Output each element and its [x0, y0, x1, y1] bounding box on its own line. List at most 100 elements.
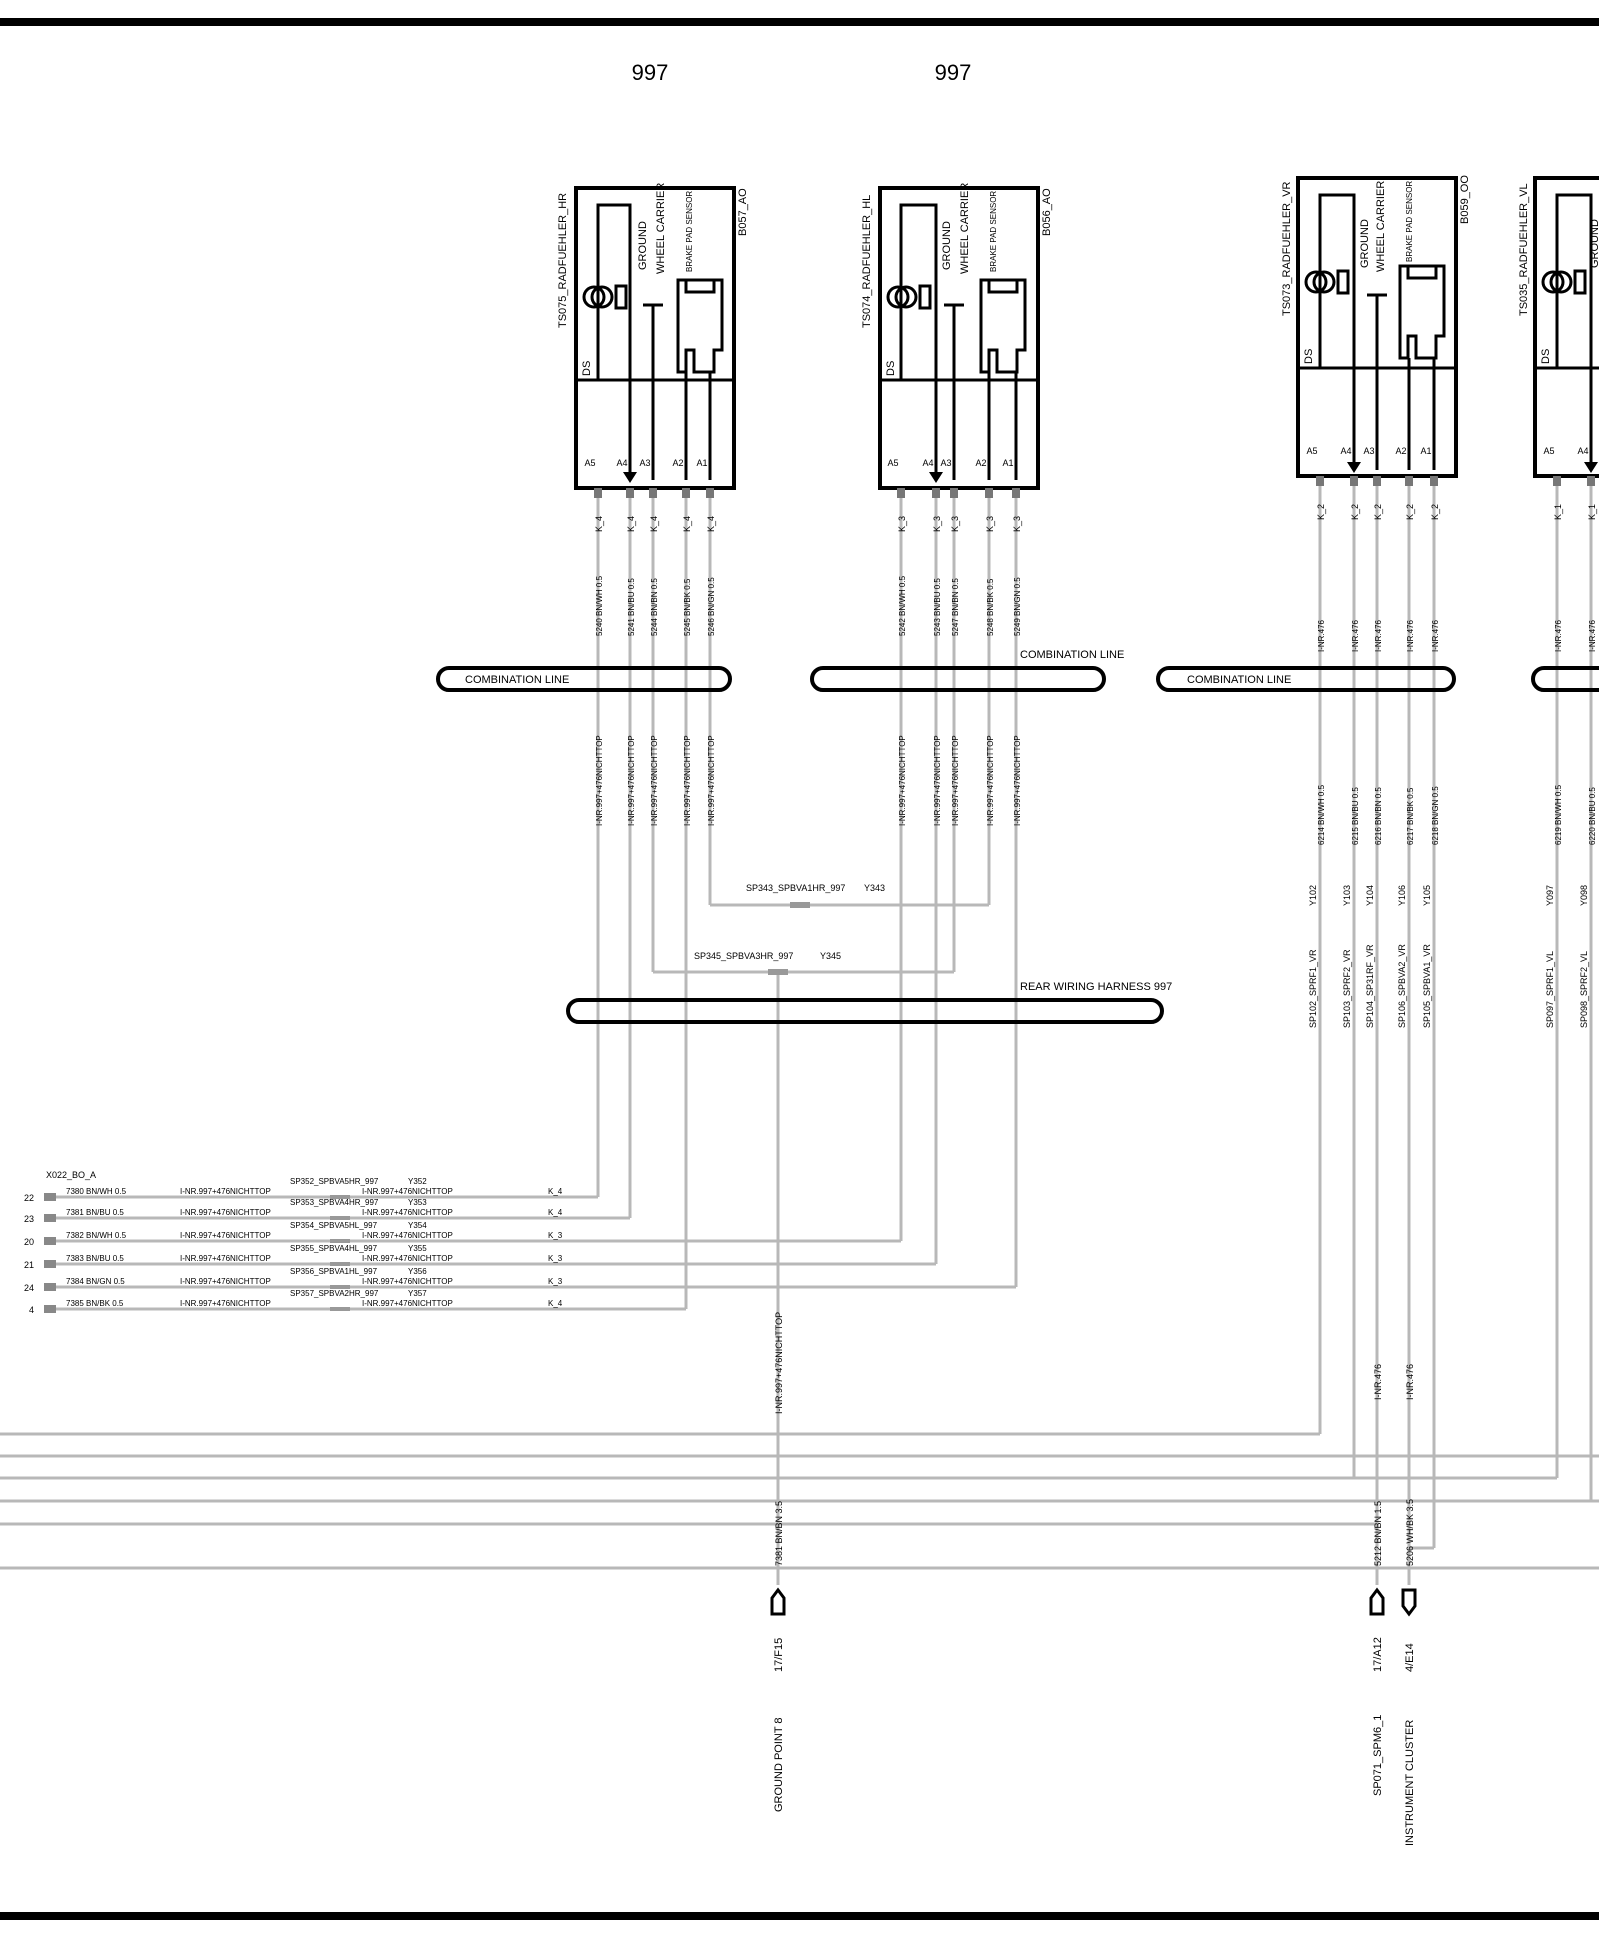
sp071-ref: 17/A12	[1372, 1637, 1384, 1672]
pin-label: A3	[639, 458, 650, 468]
splice-name: SP098_SPRF2_VL	[1579, 951, 1589, 1028]
splice-name: SP104_SP31RF_VR	[1365, 944, 1375, 1028]
x022-inr2: I-NR.997+476NICHTTOP	[362, 1254, 453, 1263]
branch-label: 6216 BN/BN 0.5	[1374, 787, 1383, 845]
x022-splice: SP353_SPBVA4HR_997	[290, 1198, 379, 1207]
x022-pin: 23	[24, 1214, 34, 1224]
wire-label: I-NR.476	[1351, 619, 1360, 652]
connector-code: K_2	[1430, 504, 1440, 520]
pin-terminal	[1587, 476, 1595, 486]
splice-name: SP106_SPBVA2_VR	[1397, 944, 1407, 1028]
ground-wire: 7381 BN/BN 3.5	[774, 1501, 784, 1566]
branch-label: I-NR.997+476NICHTTOP	[650, 735, 659, 826]
pin-label: A2	[1395, 446, 1406, 456]
splice-sp345: SP345_SPBVA3HR_997	[694, 951, 793, 961]
sp071-terminal-icon	[1369, 1587, 1385, 1616]
connector-code: K_3	[950, 516, 960, 532]
comp-ground-hl: GROUND	[941, 221, 953, 270]
branch-label: I-NR.997+476NICHTTOP	[707, 735, 716, 826]
x022-k: K_4	[548, 1299, 563, 1308]
ground-inr: I-NR.997+476NICHTTOP	[774, 1312, 784, 1414]
wire-label: 5240 BN/WH 0.5	[595, 575, 604, 636]
connector-code: K_3	[932, 516, 942, 532]
pin-terminal	[682, 488, 690, 498]
pin-terminal	[1430, 476, 1438, 486]
x022-pin: 24	[24, 1283, 34, 1293]
branch-label: 6215 BN/BU 0.5	[1351, 787, 1360, 845]
x022-splice-y: Y356	[408, 1267, 427, 1276]
wire-label: 5248 BN/BK 0.5	[986, 578, 995, 636]
x022-splice-y: Y354	[408, 1221, 427, 1230]
wires	[0, 484, 1599, 1585]
splice-y345-marker	[768, 969, 788, 975]
x022-k: K_3	[548, 1254, 563, 1263]
connector-code: K_2	[1316, 504, 1326, 520]
pin-label: A4	[922, 458, 933, 468]
connector-code: K_4	[682, 516, 692, 532]
x022-name: X022_BO_A	[46, 1170, 96, 1180]
wire-label: 5241 BN/BU 0.5	[627, 578, 636, 636]
pin-label: A1	[1420, 446, 1431, 456]
splice-id: Y102	[1308, 885, 1318, 906]
ic-label: INSTRUMENT CLUSTER	[1404, 1720, 1416, 1846]
branch-label: I-NR.997+476NICHTTOP	[683, 735, 692, 826]
comp-ds-vl: DS	[1540, 349, 1552, 364]
pin-label: A3	[1363, 446, 1374, 456]
pin-label: A5	[1306, 446, 1317, 456]
pin-terminal	[594, 488, 602, 498]
comp-label-vl: TS035_RADFUEHLER_VL	[1518, 183, 1530, 316]
wire-label: I-NR.476	[1554, 619, 1563, 652]
sp071-label: SP071_SPM6_1	[1372, 1715, 1384, 1796]
comp-ds-vr: DS	[1303, 349, 1315, 364]
pin-terminal	[932, 488, 940, 498]
connector-code: K_4	[706, 516, 716, 532]
splice-name: SP097_SPRF1_VL	[1545, 951, 1555, 1028]
connector-code: K_2	[1350, 504, 1360, 520]
connector-code: K_3	[1012, 516, 1022, 532]
splice-name: SP103_SPRF2_VR	[1342, 949, 1352, 1028]
connector-code: K_4	[594, 516, 604, 532]
branch-label: I-NR.997+476NICHTTOP	[1013, 735, 1022, 826]
x022-inr: I-NR.997+476NICHTTOP	[180, 1208, 271, 1217]
pin-label: A5	[887, 458, 898, 468]
branch-label: I-NR.997+476NICHTTOP	[595, 735, 604, 826]
pin-label: A5	[1543, 446, 1554, 456]
x022-pin: 22	[24, 1193, 34, 1203]
x022-splice-marker	[330, 1285, 350, 1289]
branch-label: I-NR.997+476NICHTTOP	[898, 735, 907, 826]
x022-splice-marker	[330, 1262, 350, 1266]
combination-line-1-label: COMBINATION LINE	[465, 674, 569, 686]
x022-pin-terminal	[44, 1305, 56, 1313]
splice-id: Y103	[1342, 885, 1352, 906]
x022-pin-terminal	[44, 1260, 56, 1268]
comp-carrier-hr: WHEEL CARRIER	[655, 183, 667, 274]
splice-id: Y097	[1545, 885, 1555, 906]
x022-splice-marker	[330, 1307, 350, 1311]
x022-splice-y: Y357	[408, 1289, 427, 1298]
x022-wire: 7381 BN/BU 0.5	[66, 1208, 124, 1217]
pin-terminal	[1405, 476, 1413, 486]
vr-inr-b: I-NR.476	[1405, 1364, 1415, 1400]
wire-label: I-NR.476	[1431, 619, 1440, 652]
connector-code: K_3	[985, 516, 995, 532]
component-b056	[878, 186, 1040, 490]
x022-inr: I-NR.997+476NICHTTOP	[180, 1254, 271, 1263]
ground-ref: 17/F15	[773, 1638, 785, 1672]
pin-label: A4	[1340, 446, 1351, 456]
x022-inr: I-NR.997+476NICHTTOP	[180, 1231, 271, 1240]
x022-splice: SP356_SPBVA1HL_997	[290, 1267, 378, 1276]
x022-inr: I-NR.997+476NICHTTOP	[180, 1277, 271, 1286]
pin-terminal	[1316, 476, 1324, 486]
comp-ref-hl: B056_AO	[1041, 188, 1053, 236]
pin-label: A4	[616, 458, 627, 468]
x022-k: K_3	[548, 1231, 563, 1240]
wire-label: 5242 BN/WH 0.5	[898, 575, 907, 636]
x022-splice: SP354_SPBVA5HL_997	[290, 1221, 378, 1230]
model-label-right: 997	[935, 60, 972, 85]
bottom-border	[0, 1912, 1599, 1920]
splice-id: Y098	[1579, 885, 1589, 906]
branch-label: I-NR.997+476NICHTTOP	[627, 735, 636, 826]
comp-sensor-vr: BRAKE PAD SENSOR	[1405, 181, 1414, 262]
x022-splice-y: Y352	[408, 1177, 427, 1186]
